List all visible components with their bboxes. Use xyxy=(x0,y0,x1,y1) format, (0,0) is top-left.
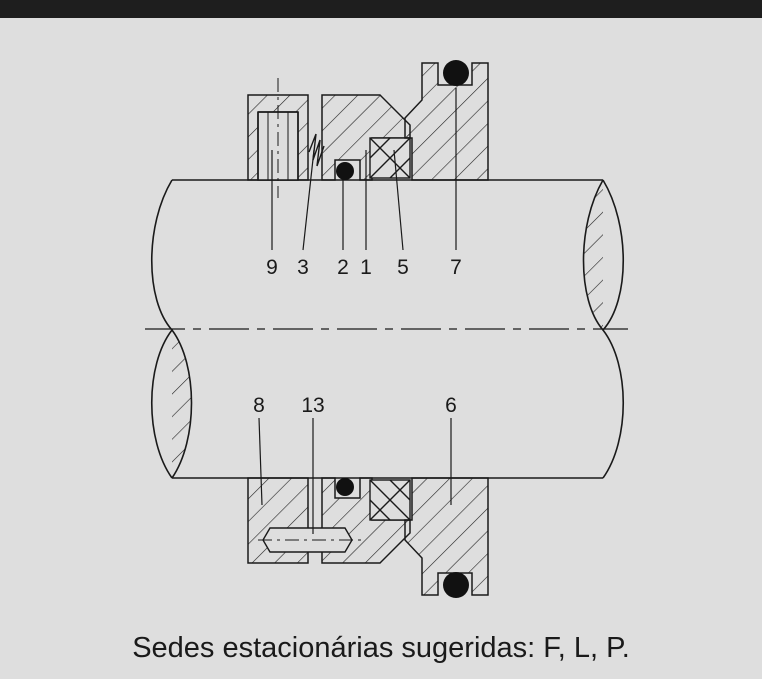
label-3: 3 xyxy=(297,256,309,279)
seal-face-part-5 xyxy=(369,137,411,179)
label-6: 6 xyxy=(445,394,457,417)
leader-lines xyxy=(258,88,457,534)
label-9: 9 xyxy=(266,256,278,279)
o-ring-part-7 xyxy=(443,60,469,86)
label-5: 5 xyxy=(397,256,409,279)
o-ring-lower xyxy=(336,478,354,496)
shaft xyxy=(151,179,624,479)
seal-face-lower xyxy=(369,479,411,521)
caption: Sedes estacionárias sugeridas: F, L, P. xyxy=(132,632,630,664)
label-2: 2 xyxy=(337,256,349,279)
top-bar xyxy=(0,0,762,18)
label-8: 8 xyxy=(253,394,265,417)
spring-part-3 xyxy=(308,133,325,167)
label-13: 13 xyxy=(301,394,324,417)
stationary-seat-part-7 xyxy=(404,62,489,181)
label-1: 1 xyxy=(360,256,372,279)
o-ring-part-6 xyxy=(443,572,469,598)
o-ring-part-2 xyxy=(336,162,354,180)
collar-part-9 xyxy=(247,78,309,198)
drive-pin-part-13 xyxy=(258,527,362,553)
label-7: 7 xyxy=(450,256,462,279)
stationary-seat-part-6 xyxy=(404,477,489,596)
